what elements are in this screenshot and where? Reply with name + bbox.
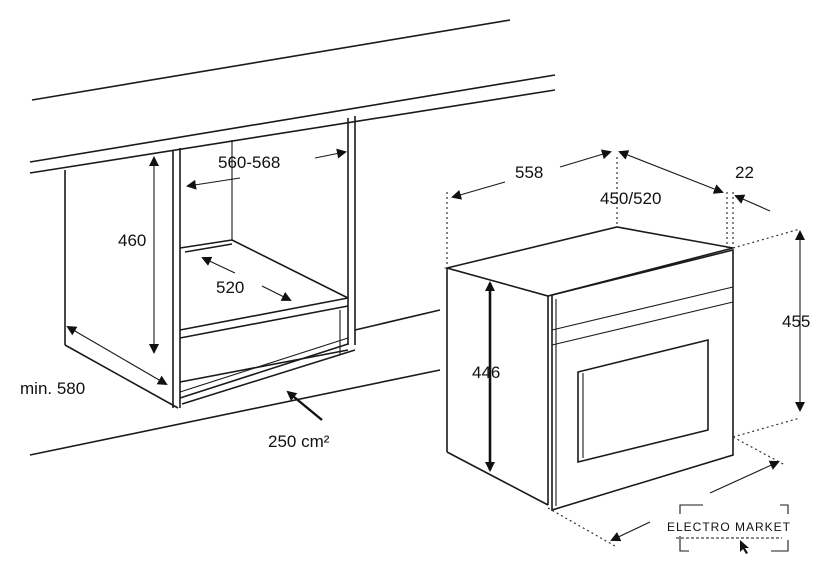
- logo-brand-text: ELECTRO MARKET: [667, 520, 791, 534]
- ventilation-arrow: [286, 390, 323, 421]
- label-niche-depth: 520: [216, 278, 244, 297]
- label-oven-width: 558: [515, 163, 543, 182]
- cabinet-niche: [29, 19, 556, 456]
- label-niche-height: 460: [118, 231, 146, 250]
- niche-dimension-arrows: [66, 148, 347, 386]
- label-oven-depth: 450/520: [600, 189, 661, 208]
- oven-dimension-arrows: [451, 149, 805, 542]
- cursor-icon: [740, 540, 749, 554]
- label-oven-height-front: 455: [782, 312, 810, 331]
- label-niche-width: 560-568: [218, 153, 280, 172]
- electro-market-logo: ELECTRO MARKET: [667, 504, 791, 554]
- oven-guide-lines: [446, 157, 801, 547]
- label-oven-height-body: 446: [472, 363, 500, 382]
- label-front-offset: 22: [735, 163, 754, 182]
- label-ventilation: 250 cm²: [268, 432, 330, 451]
- label-min-depth: min. 580: [20, 379, 85, 398]
